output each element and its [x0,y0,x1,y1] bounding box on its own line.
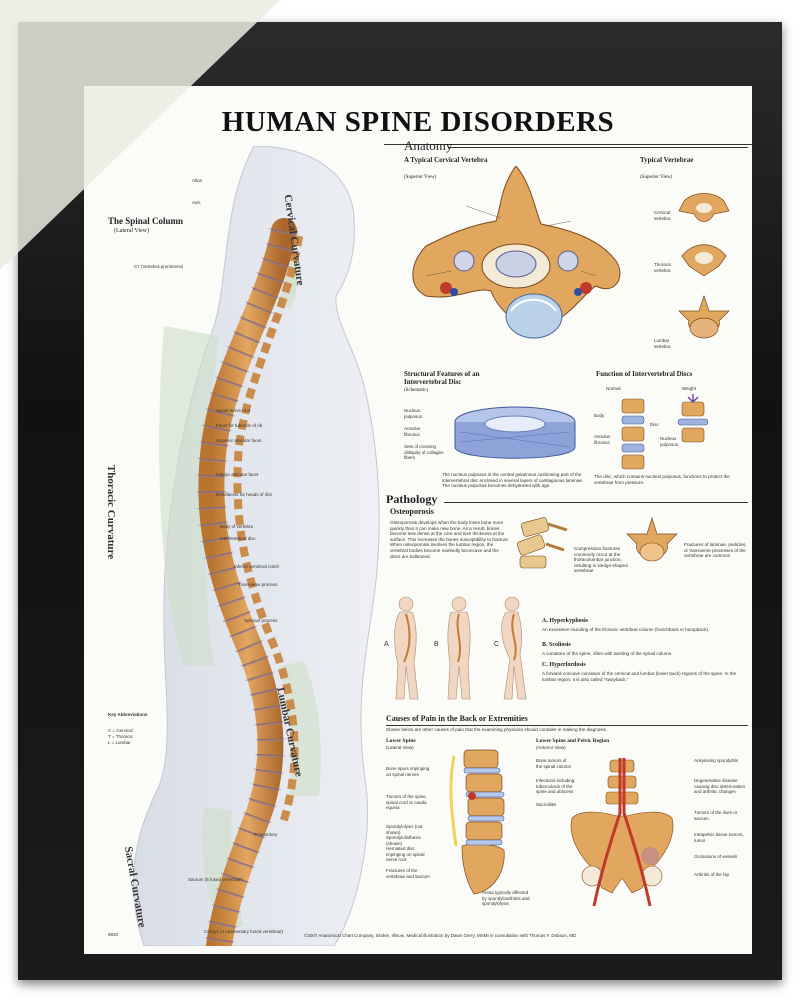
pelvic-title: Lower Spine and Pelvic Region [536,738,610,744]
function-text: The disc, which contains nucleus pulposu… [594,474,730,485]
label-fractures: Fractures of the vertebrae and sacrum [386,868,430,879]
cervical-vertebra-illustration [412,166,621,339]
label-promontory: Promontory [254,832,278,837]
label-occlusions: Occlusions of vessels [694,854,738,859]
key-title: Key Abbreviations [108,712,148,717]
compression-fracture-text: Compression fractures commonly occur at … [574,546,628,574]
label-spinous-process: Spinous process [244,618,278,623]
label-function-annulus: Annulus fibrosus [594,434,611,445]
pain-heading: Causes of Pain in the Back or Extremitie… [386,714,528,723]
region-thoracic: Thoracic Curvature [105,464,118,560]
label-spondylolysis: Spondylolysis (not shown) Spondylolisthe… [386,824,423,846]
structural-features-title: Structural Features of an Intervertebral… [404,370,480,386]
key-lumbar: L = Lumbar [108,740,131,745]
osteoporosis-spine-illustration [516,517,568,569]
label-transverse-process: Transverse process [238,582,278,587]
label-lumbar-vertebra: Lumbar vertebra [654,338,671,349]
figure-letter-c: C [494,641,500,648]
poster-frame: HUMAN SPINE DISORDERS The Spinal Column … [18,22,782,980]
title-rule [384,144,752,145]
typical-vertebrae-illustration [678,193,730,339]
typical-vertebrae-title: Typical Vertebrae [640,156,694,164]
figure-letter-b: B [434,641,439,648]
pelvic-sub: (Anterior View) [536,745,566,750]
condition-a-text: An excessive rounding of the thoracic ve… [542,627,710,632]
poster-copyright: ©2007 Anatomical Chart Company, Skokie, … [304,933,577,938]
condition-b-text: A curvature of the spine, often with twi… [542,651,673,656]
disc-schematic-illustration [454,406,576,459]
disc-function-illustration [621,394,709,470]
condition-b-title: B. Scoliosis [542,642,571,648]
typical-vertebrae-sub: (Superior View) [640,175,673,180]
pathology-heading: Pathology [386,492,438,506]
label-herniated-disc: Herniated disc impinging on spinal nerve… [386,846,425,862]
label-sacrum: Sacrum (5 fused vertebrae) [188,877,243,882]
label-vertebral-notch: Inferior vertebral notch [234,564,280,569]
cervical-vertebra-sub: (Superior View) [404,175,437,180]
label-spine-tumors: Tumors of the spine, spinal cord or caud… [386,794,427,810]
label-superior-facet: Superior articular facet [216,438,262,443]
label-normal: Normal [606,386,621,391]
label-vertebra-body: Body of vertebra [220,524,254,529]
label-infections: Infections including tuberculosis of the… [536,778,575,794]
glass-reflection [0,0,280,270]
condition-c-text: A forward-concave curvature of the cervi… [542,671,737,682]
label-degenerative: Degenerative disease causing disc deteri… [694,778,746,794]
lower-spine-illustration [449,749,505,895]
body-spine-illustration [132,146,380,946]
structural-features-sub: (Schematic) [404,388,429,393]
label-nucleus-pulposus: Nucleus pulposus [404,408,423,419]
osteoporosis-title: Osteoporosis [390,507,434,516]
anatomy-rule [448,147,748,148]
label-function-nucleus: Nucleus pulposus [660,436,679,447]
label-collagen-fibers: Sets of crossing obliquity of collagen f… [404,444,444,460]
label-facet-tubercle: Facet for tubercle of rib [216,423,263,428]
label-thoracic-vertebra: Thoracic vertebra [654,262,672,273]
label-hip-arthritis: Arthritis of the hip [694,872,730,877]
figure-letter-a: A [384,641,389,648]
anatomy-heading: Anatomy [404,138,453,153]
label-sacroiliitis: Sacroiliitis [536,802,557,807]
key-cervical: C = Cervical [108,728,133,733]
function-discs-title: Function of Intervertebral Discs [596,370,693,378]
condition-c-title: C. Hyperlordosis [542,662,586,668]
structural-text: The nucleus pulposus is the central gela… [442,472,584,489]
pathology-rule [444,502,748,503]
label-inferior-facet: Inferior articular facet [216,472,259,477]
lower-spine-title: Lower Spine [386,738,416,744]
pain-subtext: Shown below are other causes of pain tha… [386,727,608,732]
label-intervertebral-disc: Intervertebral disc [220,536,256,541]
label-affected-areas: Areas typically affected by spondyloarth… [482,890,530,906]
poster-title: HUMAN SPINE DISORDERS [221,106,615,138]
fracture-text: Fractures of laminae, pedicles, or trans… [684,542,747,559]
lower-spine-sub: (Lateral View) [386,745,414,750]
cervical-vertebra-title: A Typical Cervical Vertebra [404,156,488,164]
label-annulus-fibrosus: Annulus fibrosus [404,426,421,437]
label-ankylosing: Ankylosing spondylitis [694,758,739,763]
label-disc: Disc [650,422,659,427]
label-demifacets: Demifacets for heads of ribs [216,492,273,497]
label-bone-spurs: Bone spurs impinging on spinal nerves [386,766,430,777]
label-coccyx: Coccyx (4 rudimentary fused vertebrae) [204,929,284,934]
label-weight: Weight [682,386,696,391]
pelvic-region-illustration [570,758,674,907]
label-intrapelvic: Intrapelvic tissue tumors, tumor [694,832,744,843]
condition-a-title: A. Hyperkyphosis [542,618,589,624]
osteoporosis-text: Osteoporosis develops when the body lose… [390,520,510,559]
label-bone-tumors: Bone tumors of the spinal column [536,758,572,769]
label-cervical-vertebra: Cervical vertebra [654,210,671,221]
label-spinal-nerve-root: Spinal nerve root [216,408,251,413]
posture-figures-illustration [394,596,527,700]
label-body: Body [594,413,605,418]
vertebra-column [196,218,303,946]
key-thoracic: T = Thoracic [108,734,133,739]
fracture-vertebra-illustration [626,516,678,562]
poster-number: 9920 [108,932,119,937]
label-ilium-tumors: Tumors of the ilium or sacrum [694,810,738,821]
pain-rule [386,725,748,726]
